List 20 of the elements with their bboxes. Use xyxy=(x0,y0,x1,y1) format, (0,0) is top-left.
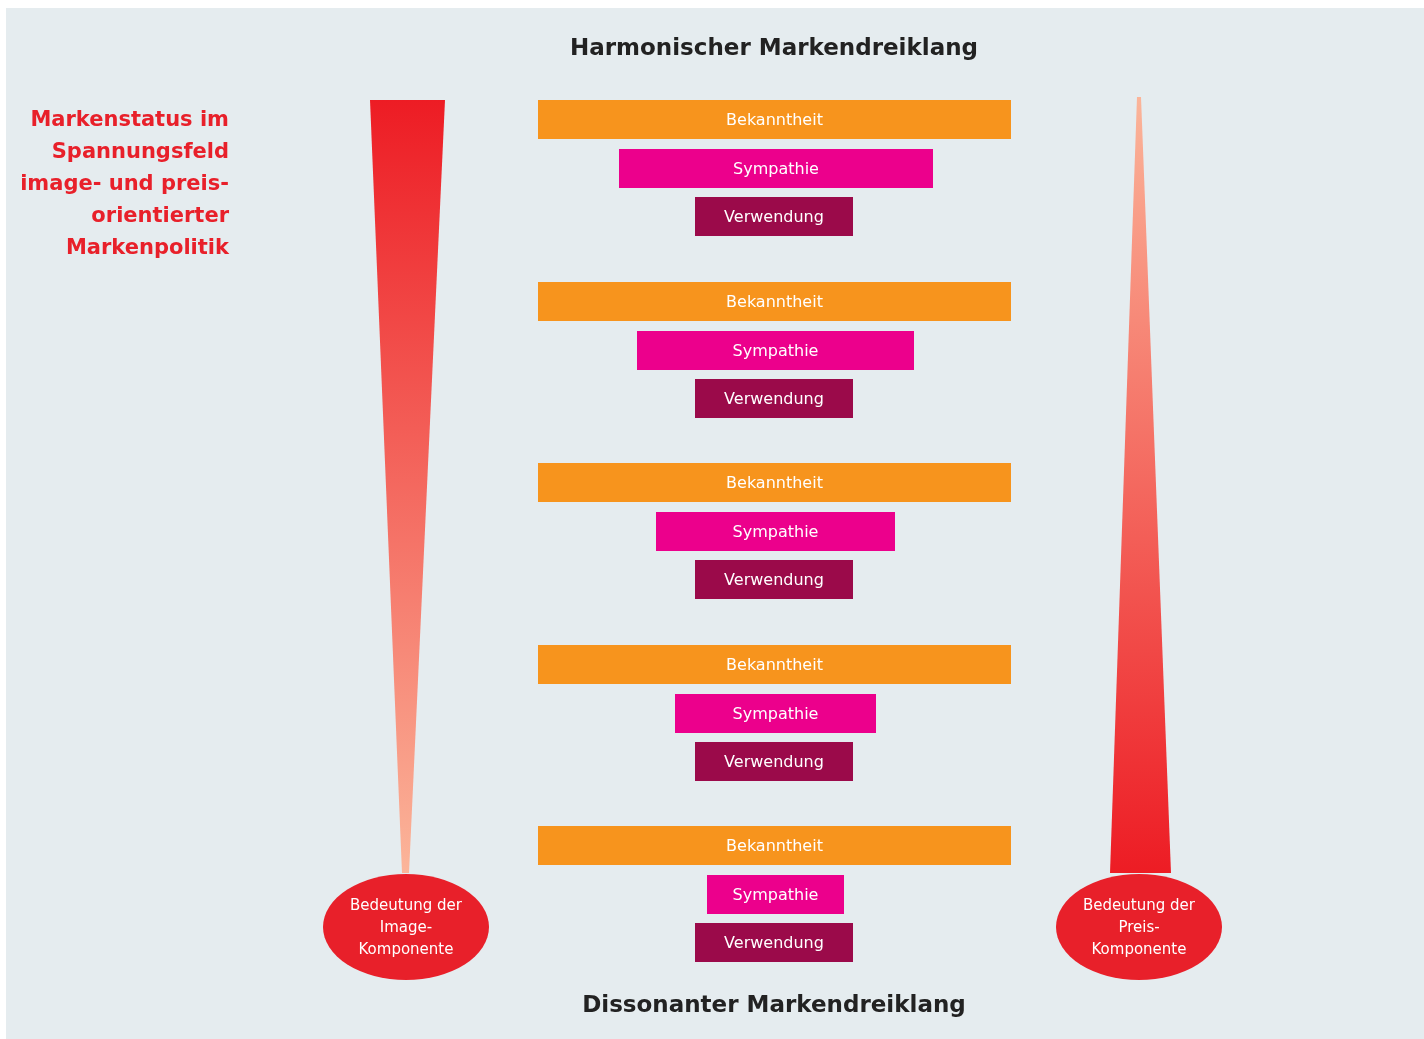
heading-text: Markenstatus im Spannungsfeld image- und preis- orientierter Markenpolitik xyxy=(19,106,229,261)
bar: Bekanntheit xyxy=(538,100,1011,139)
gradient-wedge xyxy=(1110,97,1171,873)
bar: Sympathie xyxy=(637,330,914,370)
bar: Bekanntheit xyxy=(538,463,1011,502)
title: Harmonischer Markendreiklang xyxy=(569,34,979,60)
bar: Sympathie xyxy=(675,693,876,733)
bar: Verwendung xyxy=(695,197,853,236)
caption: Dissonanter Markendreiklang xyxy=(581,991,967,1017)
gradient-wedge xyxy=(370,100,445,873)
bar: Bekanntheit xyxy=(538,281,1011,321)
bar: Verwendung xyxy=(695,378,853,418)
bar: Verwendung xyxy=(695,560,853,599)
bar: Bekanntheit xyxy=(538,644,1011,684)
bar: Sympathie xyxy=(656,512,895,551)
bar: Sympathie xyxy=(619,149,933,188)
bar: Verwendung xyxy=(695,923,853,962)
bar: Verwendung xyxy=(695,741,853,781)
bar: Bekanntheit xyxy=(538,826,1011,865)
bar: Sympathie xyxy=(707,875,844,914)
